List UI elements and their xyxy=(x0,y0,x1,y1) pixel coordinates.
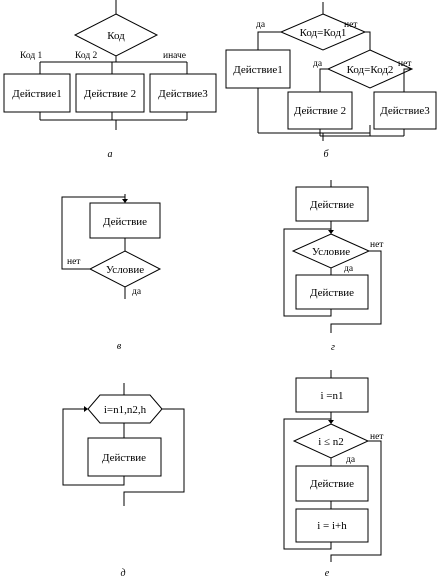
action-label-2: Действие 2 xyxy=(84,88,136,100)
diagram-v: Действие Условие нет да в xyxy=(61,194,162,352)
step-box xyxy=(295,508,369,543)
caption-v: в xyxy=(117,341,122,352)
action-box-3 xyxy=(373,91,437,130)
caption-a: а xyxy=(108,149,113,160)
no-label: нет xyxy=(67,257,81,267)
decision-label: Код xyxy=(107,30,125,42)
action-label-3: Действие3 xyxy=(158,88,208,100)
action-label-3: Действие3 xyxy=(380,105,430,117)
action-label: Действие xyxy=(102,452,146,464)
caption-g: г xyxy=(331,342,335,353)
no-label-2: нет xyxy=(398,59,412,69)
diagram-e: i =n1 i ≤ n2 нет да Действие i = i+h е xyxy=(283,370,384,579)
action-label: Действие xyxy=(310,478,354,490)
init-box xyxy=(295,377,369,413)
diagram-g: Действие Условие нет да Действие г xyxy=(283,180,384,353)
no-label: нет xyxy=(370,240,384,250)
no-label: нет xyxy=(370,432,384,442)
condition-label: Условие xyxy=(106,264,144,276)
action-box-2 xyxy=(75,73,145,113)
condition-label: Условие xyxy=(312,246,350,258)
caption-e: е xyxy=(325,568,330,579)
action-box xyxy=(87,437,162,477)
action-label-2: Действие 2 xyxy=(294,105,346,117)
branch-label-3: иначе xyxy=(163,51,186,61)
no-label-1: нет xyxy=(344,20,358,30)
branch-label-1: Код 1 xyxy=(20,51,43,61)
action-box-body xyxy=(295,274,369,310)
action-box-1 xyxy=(3,73,71,113)
action-box xyxy=(89,202,161,239)
action-box-3 xyxy=(149,73,217,113)
decision-label-2: Код=Код2 xyxy=(347,64,394,76)
action-top-label: Действие xyxy=(310,199,354,211)
action-box xyxy=(295,465,369,502)
yes-label: да xyxy=(344,264,354,274)
yes-label: да xyxy=(132,287,142,297)
init-label: i =n1 xyxy=(320,390,343,402)
condition-label: i ≤ n2 xyxy=(318,436,344,448)
action-box-top xyxy=(295,186,369,222)
yes-label-2: да xyxy=(313,59,323,69)
step-label: i = i+h xyxy=(317,520,347,532)
action-label-1: Действие1 xyxy=(12,88,62,100)
decision-label-1: Код=Код1 xyxy=(300,27,347,39)
diagram-d: i=n1,n2,h Действие д xyxy=(62,383,185,579)
caption-b: б xyxy=(323,149,329,160)
diagram-a: Код Код 1 Код 2 иначе Действие1 Действие… xyxy=(3,0,217,160)
yes-label-1: да xyxy=(256,20,266,30)
decision-diamond-2 xyxy=(326,49,414,89)
action-label: Действие xyxy=(103,216,147,228)
action-box-2 xyxy=(287,91,353,130)
diagram-b: Код=Код1 да нет Действие1 Код=Код2 да не… xyxy=(225,2,437,160)
loop-header-label: i=n1,n2,h xyxy=(104,404,147,416)
branch-label-2: Код 2 xyxy=(75,51,98,61)
caption-d: д xyxy=(120,568,125,579)
decision-diamond-1 xyxy=(279,13,367,51)
action-label-1: Действие1 xyxy=(233,64,283,76)
action-body-label: Действие xyxy=(310,287,354,299)
action-box-1 xyxy=(225,49,291,89)
yes-label: да xyxy=(346,455,356,465)
